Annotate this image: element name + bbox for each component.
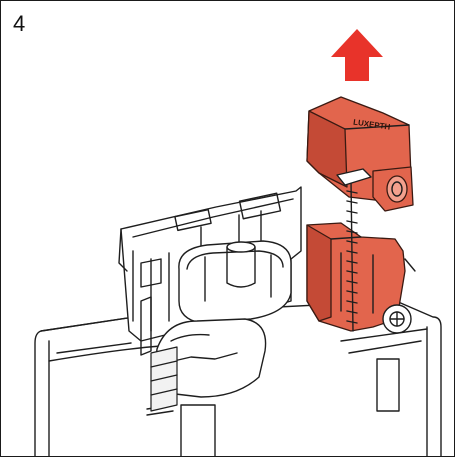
step-number: 4 [13, 11, 26, 36]
fill-valve-frame [118, 186, 302, 412]
lift-up-arrow [331, 29, 383, 81]
flush-valve-lifted: LUXEPTH [306, 96, 416, 334]
